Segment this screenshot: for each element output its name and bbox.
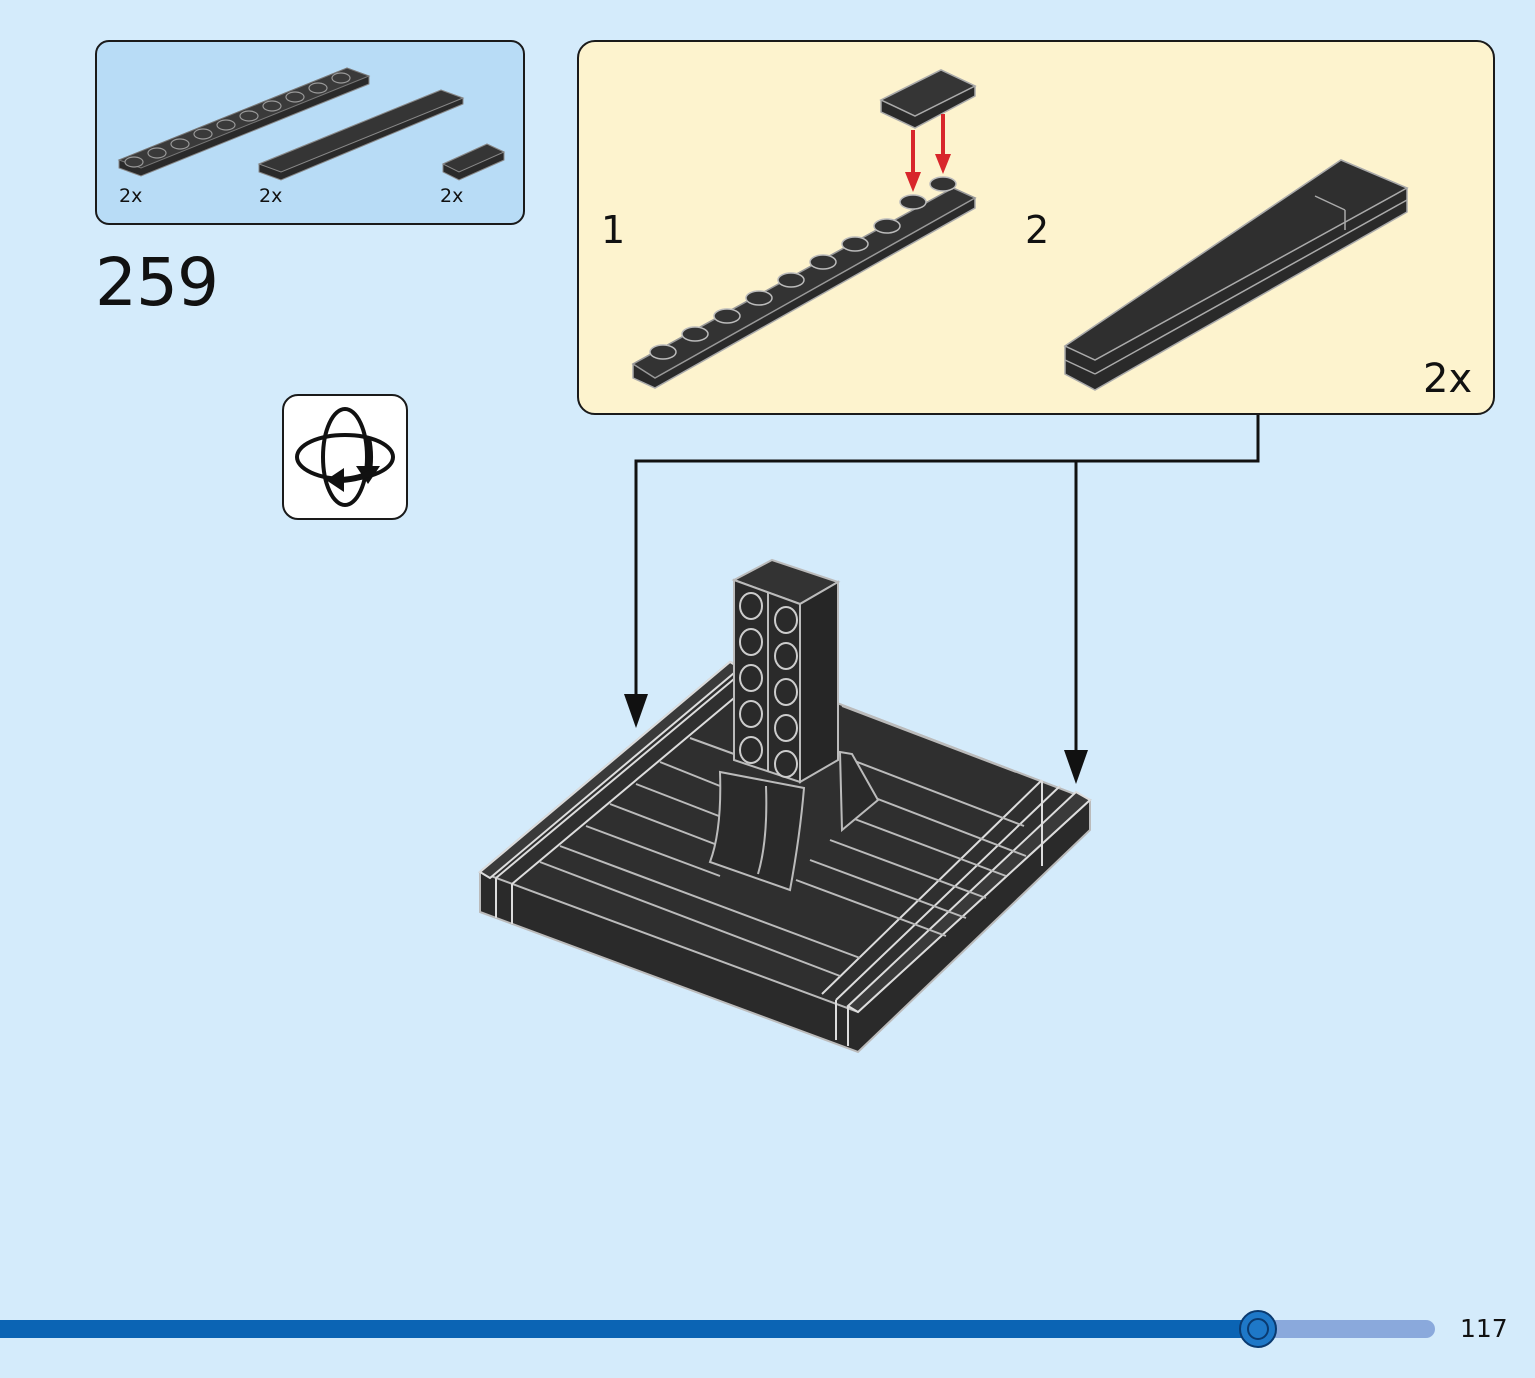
parts-illustration — [117, 67, 506, 181]
progress-knob — [1239, 1310, 1277, 1348]
progress-fill — [0, 1320, 1258, 1338]
red-down-arrow-icon — [905, 114, 951, 192]
part-qty: 2x — [440, 185, 464, 207]
subassembly-qty: 2x — [1423, 356, 1473, 402]
connector-lines — [634, 415, 1260, 756]
subassembly-box: 1 2 2x — [577, 40, 1495, 415]
subassembly-illustration — [631, 69, 1409, 391]
tile-1x8-part — [257, 89, 465, 181]
tile-1x2-part — [441, 143, 506, 181]
arrow-head-icon — [624, 694, 648, 728]
part-qty: 2x — [259, 185, 283, 207]
plate-1x10-part — [117, 67, 371, 177]
substep-label: 2 — [1025, 208, 1050, 252]
part-qty: 2x — [119, 185, 143, 207]
substep-label: 1 — [601, 208, 626, 252]
base-model — [478, 558, 1092, 1054]
page-number: 117 — [1460, 1314, 1508, 1343]
parts-list-box: 2x 2x 2x — [95, 40, 525, 225]
plate-1x10-assembly — [631, 176, 977, 389]
arrow-head-icon — [1064, 750, 1088, 784]
stacked-tiles-assembly — [1063, 159, 1409, 391]
step-number: 259 — [95, 244, 219, 321]
rotate-model-icon — [282, 394, 408, 520]
tile-1x2-falling — [879, 69, 977, 129]
